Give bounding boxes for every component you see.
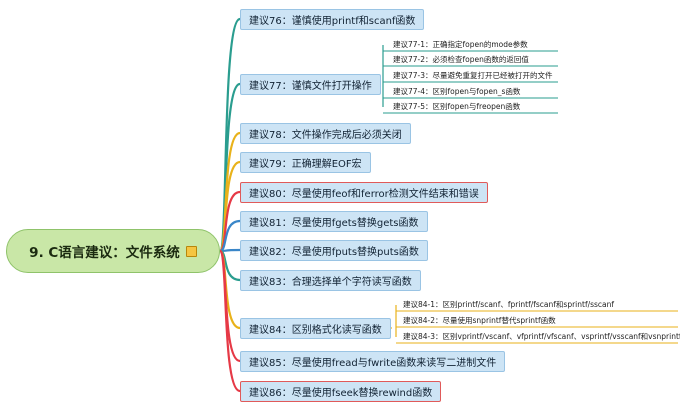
branch-topic[interactable]: 建议83：合理选择单个字符读写函数 <box>240 270 421 291</box>
branch-topic[interactable]: 建议78：文件操作完成后必须关闭 <box>240 123 411 144</box>
root-title: 9. C语言建议：文件系统 <box>29 245 180 261</box>
sub-topic[interactable]: 建议77-5：区别fopen与freopen函数 <box>393 102 521 111</box>
branch-label: 建议79：正确理解EOF宏 <box>249 159 362 170</box>
branch-topic[interactable]: 建议76：谨慎使用printf和scanf函数 <box>240 9 425 30</box>
branch-label: 建议86：尽量使用fseek替换rewind函数 <box>249 388 433 399</box>
branch-label: 建议80：尽量使用feof和ferror检测文件结束和错误 <box>249 189 479 200</box>
sub-topic[interactable]: 建议77-1：正确指定fopen的mode参数 <box>393 40 528 49</box>
sub-topic[interactable]: 建议84-2：尽量使用snprintf替代sprintf函数 <box>403 316 556 325</box>
branch-label: 建议76：谨慎使用printf和scanf函数 <box>249 16 416 27</box>
branch-topic[interactable]: 建议82：尽量使用fputs替换puts函数 <box>240 240 428 261</box>
branch-topic[interactable]: 建议84：区别格式化读写函数 <box>240 318 391 339</box>
branch-label: 建议77：谨慎文件打开操作 <box>249 81 372 92</box>
sub-topic[interactable]: 建议84-3：区别vprintf/vscanf、vfprintf/vfscanf… <box>403 332 680 341</box>
branch-topic[interactable]: 建议81：尽量使用fgets替换gets函数 <box>240 211 428 232</box>
branch-topic[interactable]: 建议77：谨慎文件打开操作 <box>240 74 381 95</box>
branch-topic[interactable]: 建议86：尽量使用fseek替换rewind函数 <box>240 381 442 402</box>
connector-line <box>218 160 241 253</box>
branch-label: 建议82：尽量使用fputs替换puts函数 <box>249 247 419 258</box>
branch-label: 建议81：尽量使用fgets替换gets函数 <box>249 218 419 229</box>
sub-topic[interactable]: 建议84-1：区别printf/scanf、fprintf/fscanf和spr… <box>403 300 615 309</box>
branch-label: 建议85：尽量使用fread与fwrite函数来读写二进制文件 <box>249 358 497 369</box>
branch-topic[interactable]: 建议80：尽量使用feof和ferror检测文件结束和错误 <box>240 182 488 203</box>
branch-label: 建议78：文件操作完成后必须关闭 <box>249 130 402 141</box>
branch-topic[interactable]: 建议85：尽量使用fread与fwrite函数来读写二进制文件 <box>240 351 506 372</box>
branch-label: 建议83：合理选择单个字符读写函数 <box>249 277 412 288</box>
branch-label: 建议84：区别格式化读写函数 <box>249 325 382 336</box>
sub-topic[interactable]: 建议77-3：尽量避免重复打开已经被打开的文件 <box>393 71 553 80</box>
connector-line <box>219 248 241 253</box>
branch-topic[interactable]: 建议79：正确理解EOF宏 <box>240 152 371 173</box>
note-icon <box>185 245 197 257</box>
sub-topic[interactable]: 建议77-4：区别fopen与fopen_s函数 <box>393 87 521 96</box>
sub-topic[interactable]: 建议77-2：必须检查fopen函数的返回值 <box>393 55 529 64</box>
root-topic[interactable]: 9. C语言建议：文件系统 <box>6 229 220 273</box>
connector-line <box>218 249 241 393</box>
